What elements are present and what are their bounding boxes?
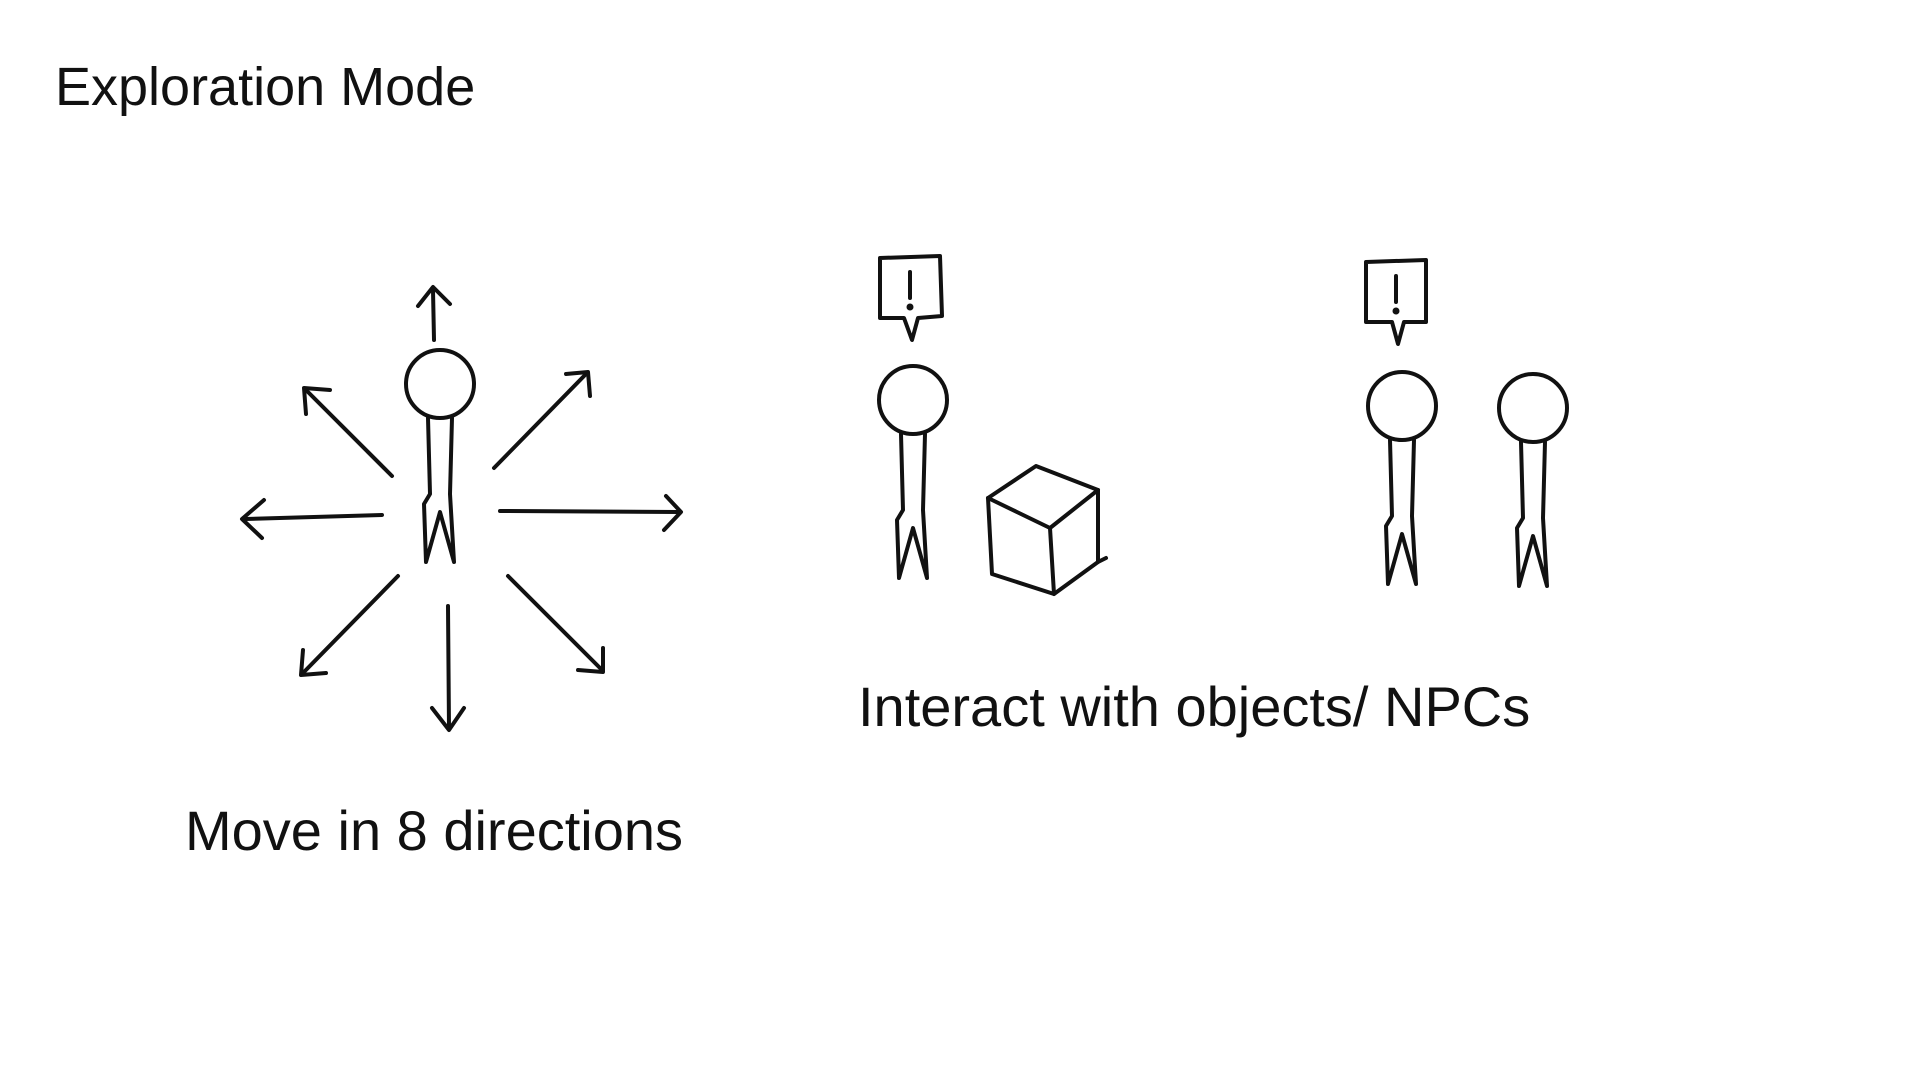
move-caption: Move in 8 directions (185, 799, 684, 862)
exclamation-bubble-icon (1364, 258, 1428, 346)
cube-icon (986, 464, 1108, 596)
interact-object-scene (877, 254, 1108, 596)
arrow-left-icon (240, 498, 384, 540)
exclamation-bubble-icon (878, 254, 944, 342)
interact-caption: Interact with objects/ NPCs (858, 675, 1531, 738)
arrow-down-right-icon (506, 574, 605, 674)
move-diagram (240, 285, 683, 732)
player-figure-icon (1366, 370, 1438, 586)
interact-npc-scene (1364, 258, 1569, 588)
arrow-up-left-icon (302, 386, 394, 478)
arrow-down-left-icon (299, 574, 400, 677)
arrow-down-icon (430, 604, 466, 732)
arrow-right-icon (498, 494, 683, 532)
npc-figure-icon (1497, 372, 1569, 588)
player-figure-icon (877, 364, 949, 580)
arrow-up-right-icon (492, 370, 592, 470)
arrow-up-icon (416, 285, 452, 342)
slide-title: Exploration Mode (55, 57, 476, 117)
center-figure-icon (404, 348, 476, 564)
